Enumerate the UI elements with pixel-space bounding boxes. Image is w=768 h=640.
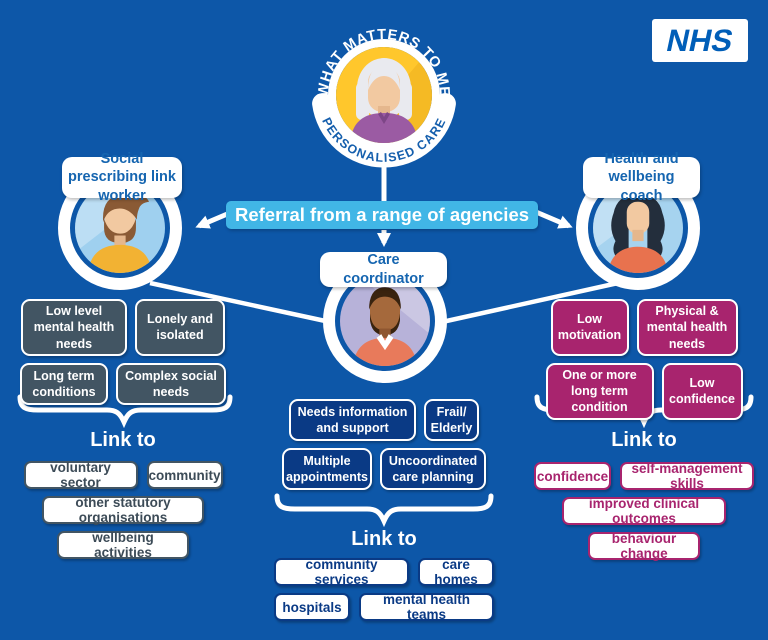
arrow-to-wellbeing-coach (535, 209, 573, 229)
need-tag: One or more long term condition (545, 362, 654, 420)
need-tag: Physical & mental health needs (636, 299, 738, 356)
what-matters-badge: WHAT MATTERS TO ME PERSONALISED CARE (312, 27, 456, 168)
care-coordinator-needs-group: Needs information and support Frail/ Eld… (274, 399, 494, 490)
link-box: improved clinical outcomes (562, 496, 726, 526)
line-linkworker-coordinator (149, 280, 331, 325)
link-worker-links-group: voluntary sector community other statuto… (12, 460, 234, 560)
role-title-care-coordinator: Care coordinator (320, 252, 447, 287)
link-box: community (146, 461, 223, 489)
brace-center (274, 493, 494, 528)
role-title-wellbeing-coach: Health and wellbeing coach (583, 151, 700, 204)
badge-ring (328, 39, 440, 151)
need-tag: Lonely and isolated (135, 299, 225, 356)
wellbeing-coach-links-group: confidence self-management skills improv… (534, 461, 754, 561)
link-to-heading-right: Link to (611, 429, 677, 451)
link-box: self-management skills (620, 461, 754, 491)
link-box: other statutory organisations (42, 495, 204, 525)
link-box: community services (274, 557, 410, 587)
brace-left (17, 394, 233, 429)
care-coordinator-links-group: community services care homes hospitals … (274, 557, 494, 622)
elderly-person-avatar (336, 47, 432, 143)
need-tag: Low level mental health needs (21, 299, 127, 356)
link-to-heading-center: Link to (351, 528, 417, 550)
badge-band (312, 93, 456, 168)
bearded-man-icon (75, 183, 165, 273)
need-tag: Multiple appointments (282, 448, 372, 490)
need-tag: Complex social needs (116, 362, 226, 405)
line-coach-coordinator (441, 280, 619, 325)
link-box: voluntary sector (23, 460, 138, 490)
man-in-sweater-icon (340, 276, 430, 366)
role-title-text: Social prescribing link worker (68, 151, 176, 204)
referral-banner: Referral from a range of agencies (226, 201, 538, 229)
link-box: care homes (418, 557, 494, 587)
link-box: confidence (534, 462, 611, 490)
wellbeing-coach-needs-group: Low motivation Physical & mental health … (534, 299, 754, 420)
need-tag: Uncoordinated care planning (380, 448, 486, 490)
need-tag: Low confidence (661, 362, 743, 420)
need-tag: Low motivation (550, 299, 629, 356)
link-to-heading-left: Link to (90, 429, 156, 451)
role-title-link-worker: Social prescribing link worker (62, 151, 182, 204)
woman-icon (593, 183, 683, 273)
link-box: wellbeing activities (57, 530, 189, 560)
role-title-text: Care coordinator (343, 252, 424, 287)
nhs-logo-text: NHS (663, 22, 737, 58)
link-box: hospitals (274, 593, 350, 621)
link-box: mental health teams (358, 592, 494, 622)
link-worker-needs-group: Low level mental health needs Lonely and… (12, 299, 234, 405)
need-tag: Needs information and support (289, 399, 416, 441)
need-tag: Long term conditions (20, 362, 108, 405)
role-title-text: Health and wellbeing coach (604, 151, 679, 204)
nhs-logo: NHS (652, 19, 748, 62)
link-box: behaviour change (588, 531, 700, 561)
need-tag: Frail/ Elderly (424, 399, 479, 441)
referral-banner-label: Referral from a range of agencies (234, 204, 530, 225)
